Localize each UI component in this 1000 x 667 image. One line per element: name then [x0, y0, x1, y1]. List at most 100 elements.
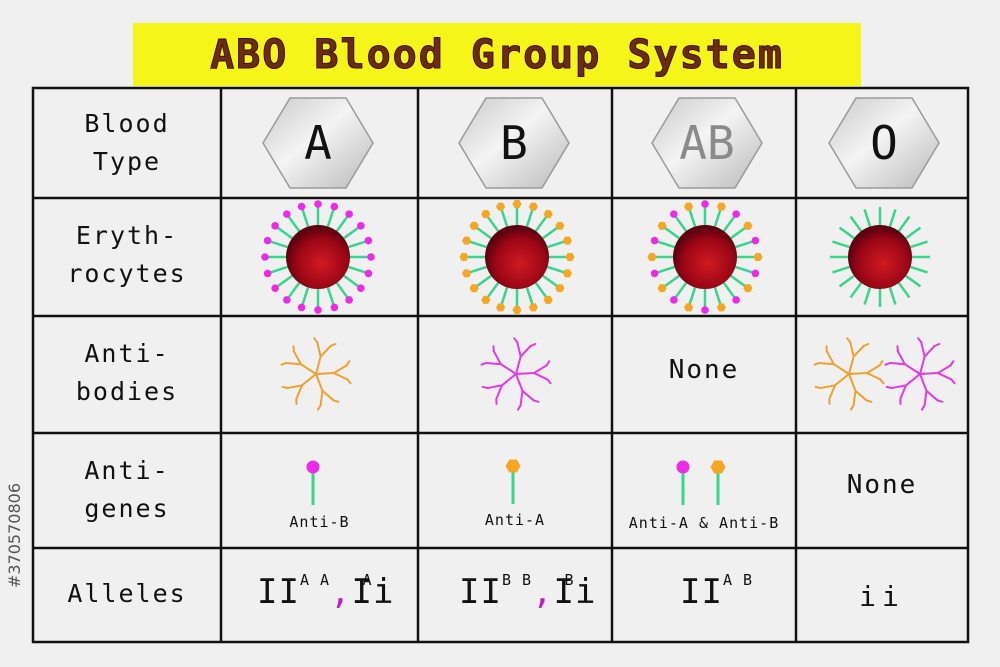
erythrocyte-spike: [326, 209, 335, 227]
erythrocyte-spike: [301, 287, 310, 305]
erythrocyte-spike: [688, 209, 697, 227]
erythrocyte-spike: [735, 265, 753, 274]
antigen-a-dot: [701, 306, 709, 314]
antibody-tip: [896, 345, 899, 353]
antibody-arm: [480, 345, 517, 375]
antibody-branch: [321, 389, 335, 402]
erythrocyte-spike: [657, 240, 675, 249]
antibody-branch: [890, 384, 908, 390]
allele-b: IIB B,IiB: [459, 571, 595, 612]
antibody-stem: [848, 373, 857, 392]
erythrocyte-spike: [534, 215, 548, 232]
antigen-b-hexagon: [743, 284, 753, 293]
red-blood-cell: [848, 225, 912, 289]
antigen-a-dot: [345, 210, 353, 218]
antibody-tip: [813, 361, 821, 366]
antibody-branch: [936, 364, 952, 375]
antigen-a-dot: [297, 303, 306, 312]
antigen-b-hexagon: [743, 221, 753, 230]
antibody-branch: [319, 389, 324, 407]
antigen-a-dot: [670, 296, 678, 304]
blood-type-ab-hexagon: AB: [651, 97, 763, 189]
antibody-tip: [950, 378, 956, 385]
antibody-tip: [492, 345, 495, 353]
antigen-b-hexagon: [512, 306, 522, 314]
antibody-stem: [301, 373, 317, 387]
erythrocyte-spike: [838, 274, 855, 288]
antibody-branch: [925, 389, 939, 402]
antibody-arm: [313, 337, 337, 375]
antibody-tip: [480, 361, 488, 366]
antibody-branch: [486, 384, 504, 390]
antigen-b-hexagon: [512, 200, 522, 208]
antibody-arm: [481, 373, 517, 405]
allele-a: IIA A,IiA: [257, 571, 393, 612]
row-header-antibodies: Anti- bodies: [75, 339, 179, 406]
antibody-tip: [529, 343, 537, 347]
erythrocyte-spike: [335, 215, 349, 232]
antibody-tip: [295, 397, 298, 405]
erythrocyte-o: [830, 207, 930, 307]
blood-type-b-label: B: [500, 116, 528, 170]
antibody-stem: [501, 373, 517, 387]
erythrocyte-spike: [276, 226, 293, 240]
antigen-a-dot: [314, 306, 322, 314]
antibody-arm: [513, 337, 537, 375]
erythrocyte-spike: [348, 240, 366, 249]
antibody-arm: [846, 337, 870, 375]
stock-watermark: #370570806: [4, 430, 26, 640]
erythrocyte-spike: [657, 265, 675, 274]
antigen-a-dot: [283, 296, 291, 304]
antibody-stem: [919, 373, 928, 392]
blood-type-a-label: A: [304, 116, 332, 170]
antigen-a-dot: [751, 269, 760, 278]
antibody-stem: [299, 363, 317, 375]
allele-o: ii: [859, 580, 905, 613]
antigen-b-hexagon: [481, 210, 491, 219]
antibody-tip: [828, 397, 831, 405]
antigen-b-hexagon: [459, 253, 469, 261]
allele-b-comma: ,: [532, 572, 554, 612]
erythrocyte-spike: [500, 287, 509, 305]
erythrocyte-spike: [343, 226, 360, 240]
erythrocyte-spike: [730, 274, 747, 288]
antigen-ab-label: Anti-A & Anti-B: [628, 514, 780, 532]
antigen-b-hexagon: [647, 253, 657, 261]
allele-ab: IIA B: [680, 570, 754, 612]
allele-a-genotype-1: II: [257, 572, 300, 612]
antigen-a-dot: [732, 296, 740, 304]
erythrocyte-spike: [832, 240, 850, 249]
allele-ab-superscript: A B: [722, 570, 754, 589]
antigen-a-dot: [357, 222, 365, 230]
antigen-a-dot: [751, 236, 760, 245]
antibody-branch: [485, 361, 502, 366]
antigen-a-dot: [676, 460, 690, 474]
blood-type-ab-label: AB: [679, 116, 735, 170]
antibody-arm: [884, 345, 921, 375]
antibody-tip: [884, 361, 892, 366]
erythrocyte-spike: [722, 215, 736, 232]
antibody-tip: [532, 399, 540, 403]
antigen-ab-a: [676, 460, 690, 505]
antibody-stem: [515, 372, 535, 375]
erythrocyte-spike: [486, 215, 500, 232]
antigen-a-label: Anti-B: [289, 513, 350, 531]
erythrocyte-spike: [713, 209, 722, 227]
antigen-a-dot: [261, 253, 269, 261]
erythrocyte-spike: [832, 265, 850, 274]
antigen-b-hexagon: [528, 202, 538, 211]
antigen-b-hexagon: [555, 221, 565, 230]
antigen-b-hexagon: [462, 236, 472, 245]
antibody-tip: [878, 360, 884, 367]
antibody-branch: [923, 389, 928, 407]
antibody-arm: [885, 373, 921, 405]
erythrocyte-a: [261, 200, 375, 314]
antibody-tip: [495, 397, 498, 405]
antibody-branch: [292, 350, 302, 366]
antibody-arm: [919, 373, 944, 411]
antibody-stem: [315, 373, 324, 392]
erythrocyte-spike: [547, 265, 565, 274]
title-banner: ABO Blood Group System: [133, 23, 861, 86]
antibody-branch: [286, 384, 304, 390]
antibody-tip: [949, 360, 955, 367]
